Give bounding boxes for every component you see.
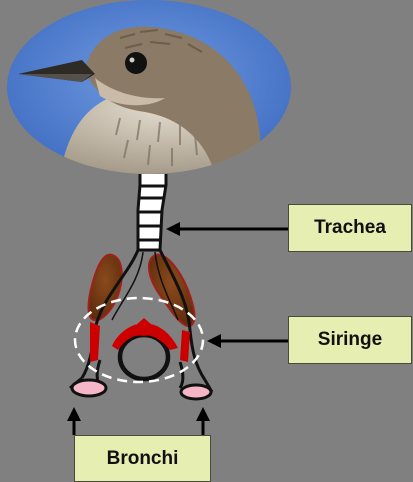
bronchi-label-text: Bronchi (107, 448, 179, 470)
trachea-label-text: Trachea (314, 217, 386, 239)
pointer-arrows (67, 222, 288, 435)
siringe-label-text: Siringe (318, 329, 382, 351)
trachea-tube (138, 174, 166, 250)
bronchi-label: Bronchi (74, 435, 211, 482)
trachea-label: Trachea (288, 204, 412, 252)
siringe-label: Siringe (288, 316, 412, 364)
bird-head-image (7, 0, 291, 174)
